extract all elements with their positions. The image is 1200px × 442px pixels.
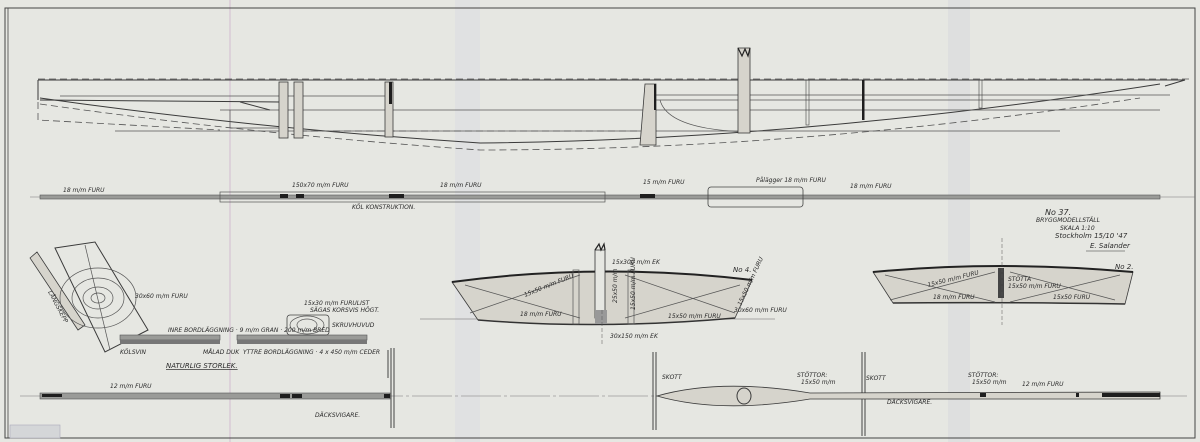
keel-plan: 18 m/m FURU 150x70 m/m FURU 18 m/m FURU … [30, 177, 1195, 211]
archive-stamp [9, 424, 61, 439]
deck-bulkhead-1: SKOTT [662, 374, 683, 381]
keel-label-mast: 15 m/m FURU [643, 179, 685, 186]
detail-label-screw: SKRUVHUVUD [332, 322, 375, 329]
frame-border [4, 7, 1196, 439]
deck-supports-1-dim: 15x50 m/m [801, 379, 836, 386]
break-mark-icon [737, 47, 751, 58]
s4-label-bottom-right: 15x50 m/m FURU [668, 313, 721, 320]
s4-label-keel: 30x150 m/m EK [610, 333, 659, 340]
s4-label-chine: 30x60 m/m FURU [734, 307, 787, 314]
s2-label-bottom-left: 18 m/m FURU [933, 294, 975, 301]
detail-label-block: 30x60 m/m FURU [135, 293, 188, 300]
deck-supports-1: STÖTTOR: [797, 372, 827, 379]
keel-label-mid: 18 m/m FURU [440, 182, 482, 189]
deck-bulkhead-2: SKOTT [866, 375, 887, 382]
detail-label-keelson: KÖLSVIN [120, 349, 147, 356]
detail-caption: NATURLIG STORLEK. [166, 362, 238, 370]
s4-label-bottom-left: 18 m/m FURU [520, 311, 562, 318]
drawing-scale: SKALA 1:10 [1060, 225, 1095, 232]
detail-label-outer: YTTRE BORDLÄGGNING · 4 x 450 m/m CEDER [243, 349, 380, 356]
s4-label-top: 15x300 m/m EK [612, 259, 661, 266]
s2-label-support-dim: 15x50 m/m FURU [1008, 283, 1061, 290]
deck-plan: 12 m/m FURU DÄCKSVIGARE. SKOTT STÖTTOR: … [20, 348, 1188, 436]
s4-label-post-left: 25x50 m/m [612, 268, 619, 303]
s4-label-post-right: 15x50 m/m FURU [630, 257, 637, 310]
hull-side-profile [37, 47, 1190, 151]
s2-number: No 2. [1115, 263, 1133, 271]
deck-caption-left: DÄCKSVIGARE. [315, 412, 360, 419]
s2-label-bottom-right: 15x50 FURU [1053, 294, 1091, 301]
drawing-number: No 37. [1045, 208, 1071, 217]
keel-label-block: 150x70 m/m FURU [292, 182, 349, 189]
scan-shade [948, 0, 970, 442]
detail-label-strip2: SÄGAS KORSVIS HÖGT. [310, 307, 379, 314]
drawing-place-date: Stockholm 15/10 '47 [1055, 232, 1128, 240]
s2-label-support: STÖTTA [1008, 276, 1031, 283]
deck-label-left: 12 m/m FURU [110, 383, 152, 390]
detail-label-strip: 15x30 m/m FURULIST [304, 300, 371, 307]
deck-label-right: 12 m/m FURU [1022, 381, 1064, 388]
detail-label-inner: INRE BORDLÄGGNING · 9 m/m GRAN · 200 m/m… [168, 327, 330, 334]
drawing-title: BRYGGMODELLSTÄLL [1036, 217, 1100, 224]
s4-number: No 4. [733, 266, 751, 274]
deck-supports-2: STÖTTOR: [968, 372, 998, 379]
break-mark-icon [594, 242, 606, 252]
keel-label-left: 18 m/m FURU [63, 187, 105, 194]
scan-shade [455, 0, 480, 442]
deck-caption-right: DÄCKSVIGARE. [887, 399, 932, 406]
keel-label-doubler: Pålägger 18 m/m FURU [756, 177, 826, 184]
drawing-signature: E. Salander [1090, 242, 1131, 250]
detail-label-canvas: MÅLAD DUK [203, 349, 240, 356]
natural-size-detail: LÅNGSKEPP 30x60 m/m FURU INRE BORDLÄGGNI… [29, 241, 392, 378]
section-no2: No 2. 15x50 m/m FURU STÖTTA 15x50 m/m FU… [872, 238, 1134, 325]
deck-supports-2-dim: 15x50 m/m [972, 379, 1007, 386]
keel-caption: KÖL KONSTRUKTION. [352, 204, 415, 211]
title-block: No 37. BRYGGMODELLSTÄLL SKALA 1:10 Stock… [1036, 208, 1131, 252]
keel-label-right: 18 m/m FURU [850, 183, 892, 190]
